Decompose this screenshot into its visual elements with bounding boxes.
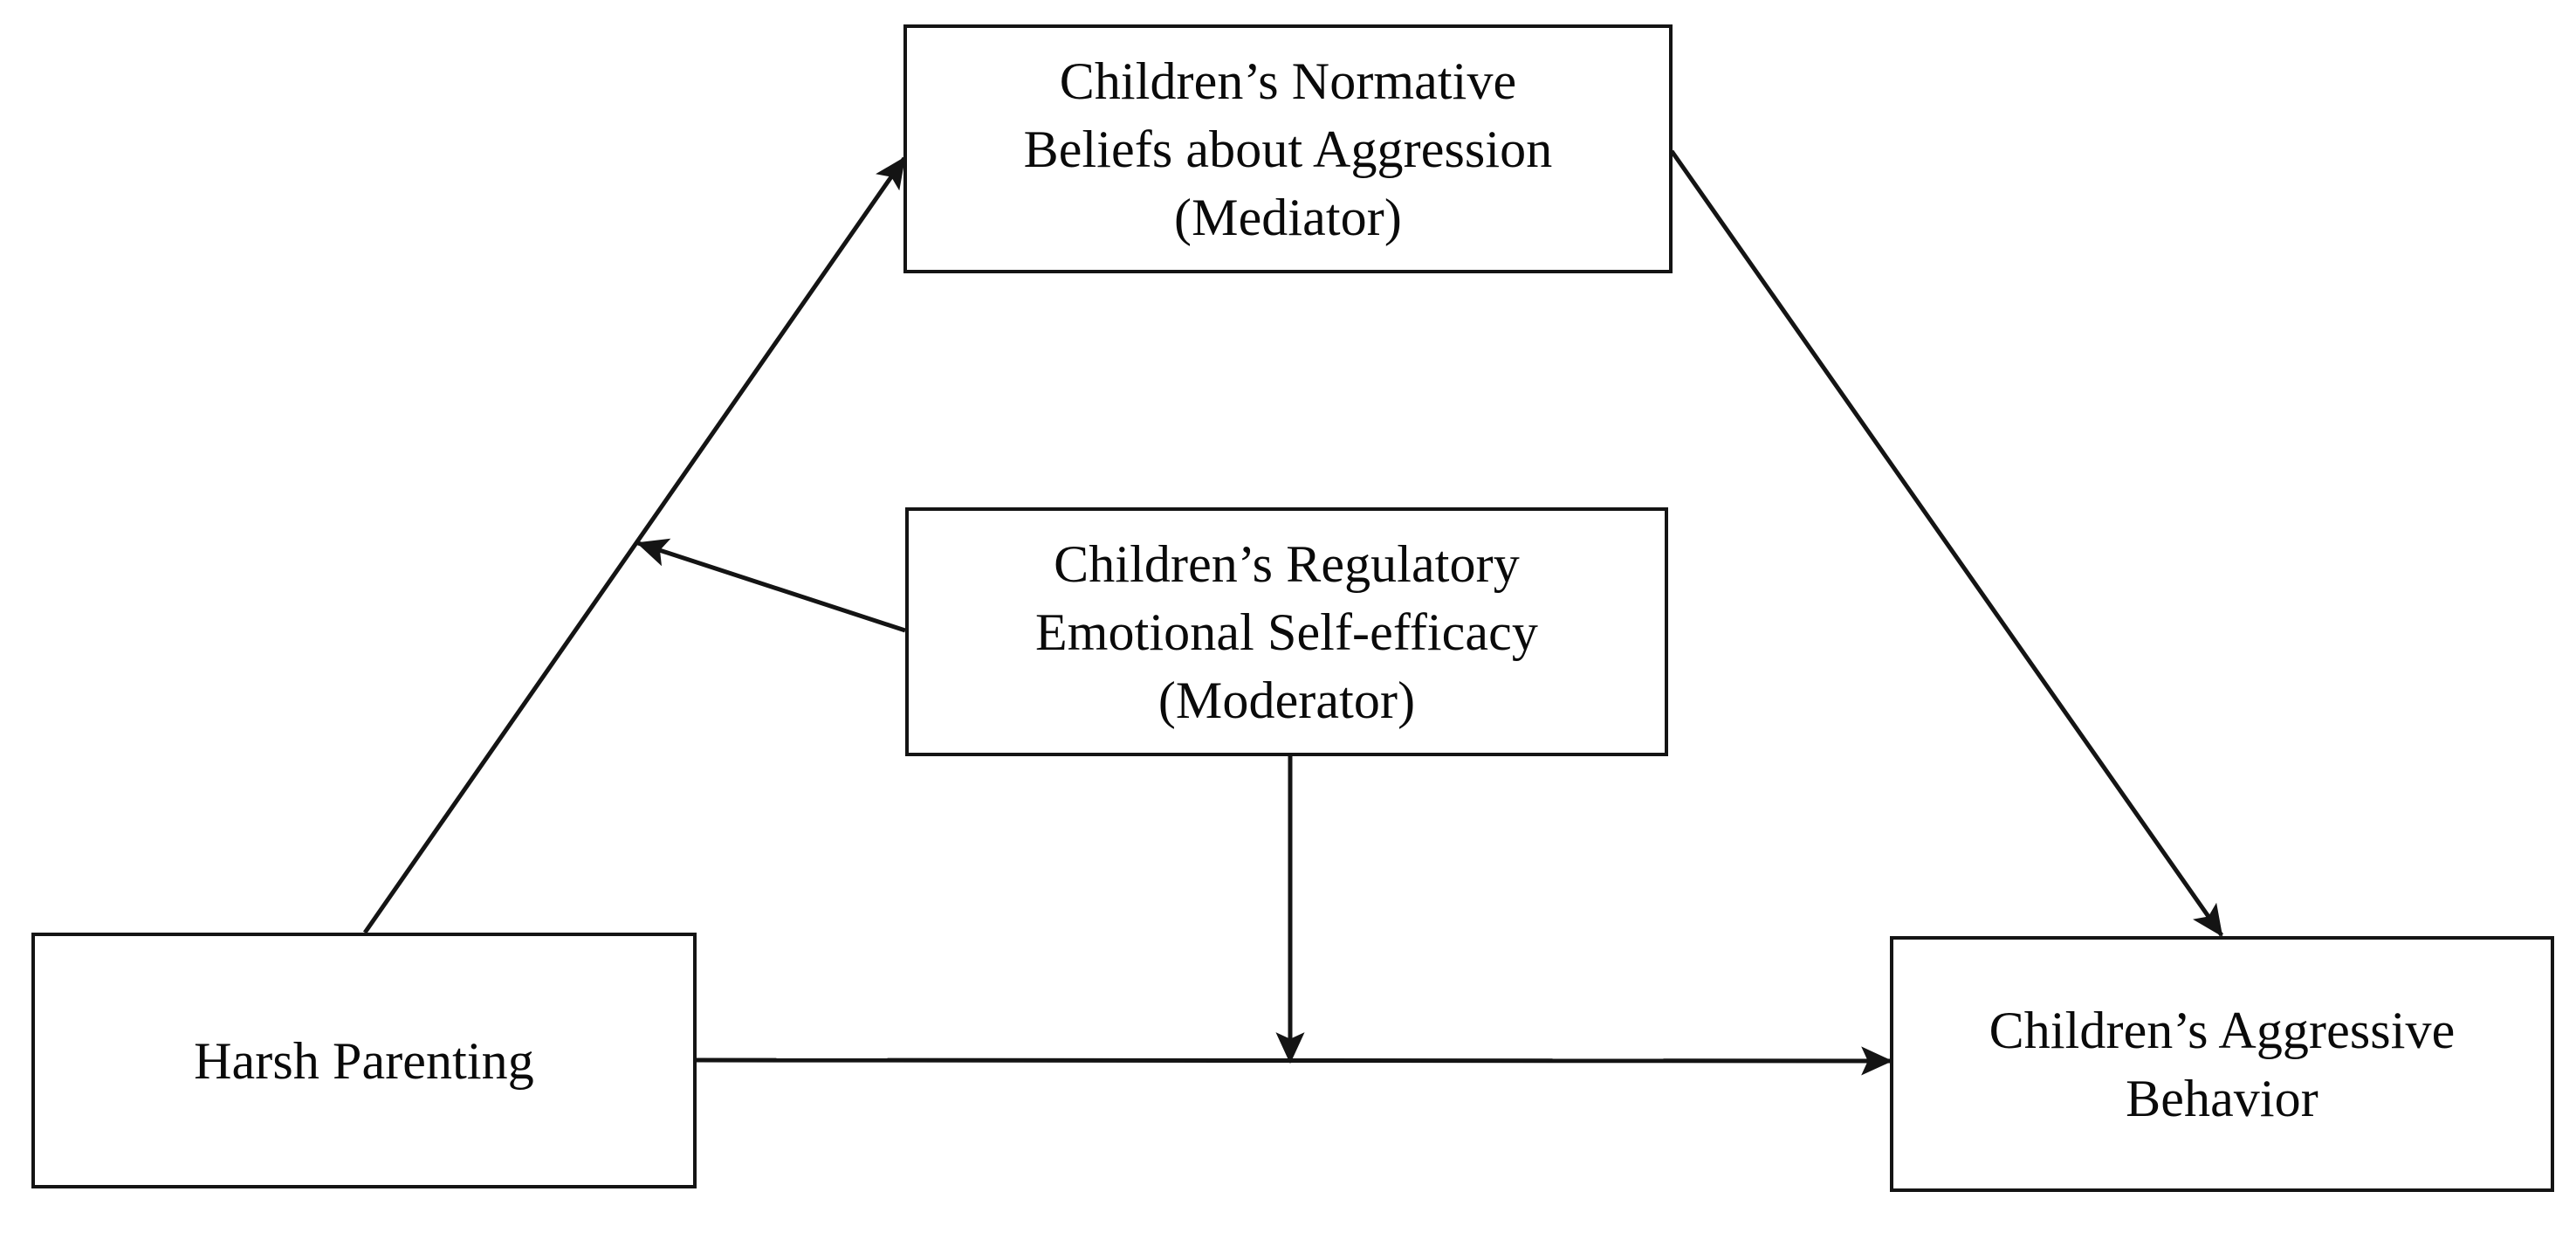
node-mediator[interactable]: Children’s Normative Beliefs about Aggre… — [903, 24, 1673, 273]
edge-mediator-to-outcome — [1669, 149, 2224, 937]
node-mediator-label: Children’s Normative Beliefs about Aggre… — [1023, 52, 1553, 246]
edge-predictor-to-mediator — [362, 156, 907, 934]
node-harsh-parenting-label: Harsh Parenting — [194, 1031, 534, 1090]
node-moderator-label: Children’s Regulatory Emotional Self-eff… — [1035, 534, 1538, 729]
node-aggressive-behavior[interactable]: Children’s Aggressive Behavior — [1890, 936, 2554, 1192]
node-moderator[interactable]: Children’s Regulatory Emotional Self-eff… — [905, 507, 1668, 756]
edge-predictor-to-outcome — [695, 1046, 1893, 1076]
node-aggressive-behavior-label: Children’s Aggressive Behavior — [1989, 1001, 2456, 1127]
edge-moderator-to-predictor-mediator-path — [635, 538, 906, 633]
node-harsh-parenting[interactable]: Harsh Parenting — [31, 933, 697, 1188]
